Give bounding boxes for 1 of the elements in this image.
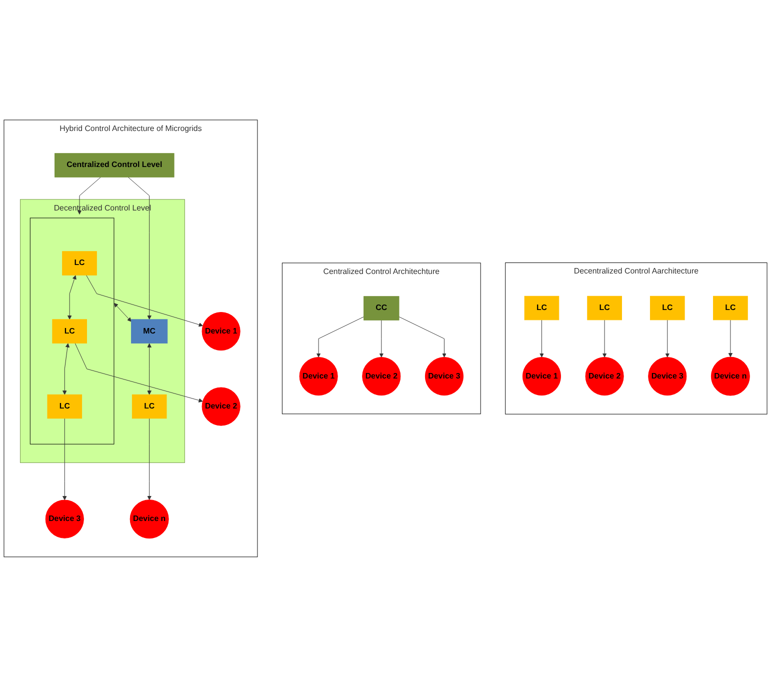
- cluster: [30, 218, 114, 444]
